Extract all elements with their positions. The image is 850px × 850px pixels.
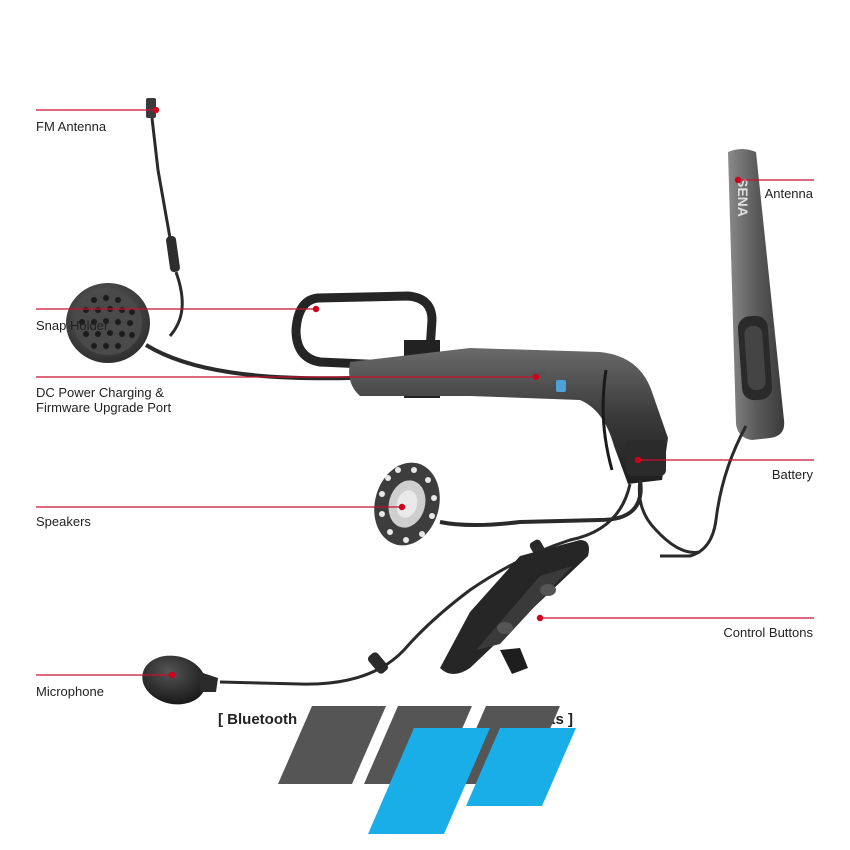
label-fm-antenna: FM Antenna <box>36 119 107 134</box>
fm-antenna-part <box>146 98 184 337</box>
left-speaker-part <box>66 283 351 381</box>
label-battery: Battery <box>771 467 813 482</box>
caption-mid: r <box>351 711 358 728</box>
leader-dot-fm-antenna <box>152 106 160 114</box>
label-dc-power-line1: DC Power Charging & <box>36 385 164 400</box>
device-illustration: SENA <box>66 98 785 705</box>
microphone-part <box>142 655 218 705</box>
right-speaker-part <box>374 462 440 546</box>
leader-dot-battery <box>634 456 642 464</box>
leader-dot-control-buttons <box>536 614 544 622</box>
main-arm-part <box>349 348 668 484</box>
caption-start: [ Bluetooth <box>218 711 298 728</box>
antenna-part: SENA <box>660 149 785 558</box>
label-snap-holder: Snap Holder <box>36 318 109 333</box>
label-microphone: Microphone <box>36 684 104 699</box>
leader-dot-snap-holder <box>312 305 320 313</box>
control-unit-part <box>440 540 589 674</box>
leader-dots <box>152 106 742 679</box>
leader-dot-antenna <box>734 176 742 184</box>
leader-dot-microphone <box>168 671 176 679</box>
device-brand-text: SENA <box>735 178 751 217</box>
caption-end: elmets ] <box>516 711 574 728</box>
caption: [ Bluetooth r elmets ] <box>218 711 573 728</box>
cable-bundle <box>219 479 701 686</box>
label-speakers: Speakers <box>36 514 91 529</box>
leader-dot-speakers <box>398 503 406 511</box>
leader-lines <box>36 109 814 676</box>
label-antenna: Antenna <box>764 186 813 201</box>
label-control-buttons: Control Buttons <box>723 625 813 640</box>
label-dc-power-line2: Firmware Upgrade Port <box>36 400 172 415</box>
leader-dot-dc-power <box>532 373 540 381</box>
